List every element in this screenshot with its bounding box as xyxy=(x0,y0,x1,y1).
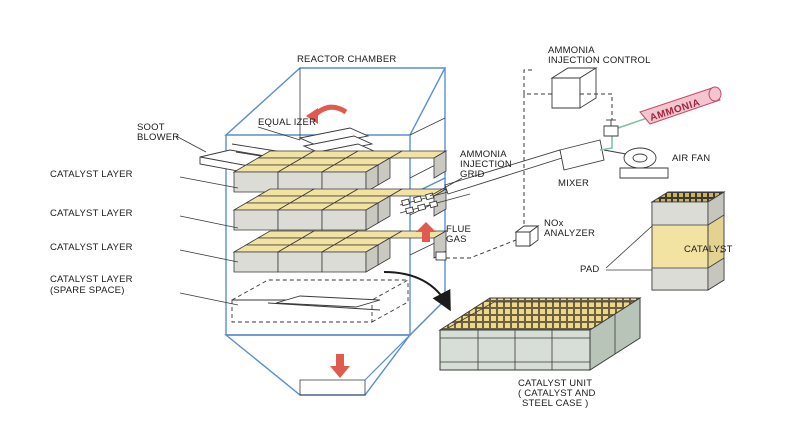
catalyst-block xyxy=(276,202,336,231)
catalyst-layer-2 xyxy=(232,188,448,231)
nox-analyzer-box xyxy=(514,225,540,247)
label-nox-analyzer-line2: ANALYZER xyxy=(544,228,595,239)
label-reactor-chamber: REACTOR CHAMBER xyxy=(297,54,396,65)
ammonia-tank xyxy=(639,86,722,125)
outlet-arrow xyxy=(330,354,350,378)
spare-space-rail xyxy=(267,295,381,311)
label-catalyst-unit-line3: STEEL CASE ) xyxy=(522,398,588,409)
label-ammonia-injection-grid-line3: GRID xyxy=(460,169,485,180)
label-ammonia-injection-grid-line1: AMMONIA xyxy=(460,149,507,160)
label-catalyst: CATALYST xyxy=(684,244,733,255)
catalyst-block xyxy=(232,164,292,193)
catalyst-block xyxy=(332,237,392,266)
catalyst-layer-1 xyxy=(232,150,448,193)
catalyst-block xyxy=(320,202,380,231)
catalyst-block xyxy=(276,164,336,193)
up-arrow-icon xyxy=(416,222,436,242)
chamber-hopper xyxy=(224,334,412,396)
down-arrow-icon xyxy=(330,354,350,378)
label-flue-gas-line2: GAS xyxy=(446,234,467,245)
control-signal-lines xyxy=(523,69,613,230)
catalyst-block xyxy=(232,202,292,231)
catalyst-unit xyxy=(438,297,642,371)
catalyst-module xyxy=(650,191,726,291)
detail-arrow xyxy=(383,271,451,312)
label-soot-blower-line2: BLOWER xyxy=(137,132,179,143)
catalyst-block xyxy=(332,157,392,186)
label-catalyst-unit-line2: ( CATALYST AND xyxy=(518,388,596,399)
label-catalyst-layer-3: CATALYST LAYER xyxy=(50,242,133,253)
label-mixer: MIXER xyxy=(558,178,589,189)
ammonia-valve xyxy=(603,119,619,137)
label-ammonia-injection-control-line1: AMMONIA xyxy=(548,45,595,56)
label-equalizer: EQUAL IZER xyxy=(258,117,316,128)
equalizer xyxy=(298,104,378,163)
label-nox-analyzer-line1: NOx xyxy=(544,218,564,229)
mixer-and-fan xyxy=(559,139,669,179)
catalyst-layer-3 xyxy=(232,230,448,273)
label-soot-blower-line1: SOOT xyxy=(137,122,165,133)
catalyst-layers xyxy=(232,150,448,273)
label-catalyst-layer-2: CATALYST LAYER xyxy=(50,208,133,219)
label-spare-space: (SPARE SPACE) xyxy=(50,285,125,296)
label-pad: PAD xyxy=(580,264,599,275)
catalyst-block xyxy=(320,164,380,193)
label-ammonia-injection-grid-line2: INJECTION xyxy=(460,159,512,170)
catalyst-block xyxy=(388,150,448,179)
label-catalyst-layer-1: CATALYST LAYER xyxy=(50,169,133,180)
ammonia-injection-control-box xyxy=(550,67,598,109)
catalyst-block xyxy=(320,244,380,273)
leader-lines xyxy=(175,126,724,306)
label-ammonia-injection-control-line2: INJECTION CONTROL xyxy=(548,55,651,66)
label-flue-gas-line1: FLUE xyxy=(446,224,471,235)
chamber-right-top-wall xyxy=(409,68,446,196)
label-air-fan: AIR FAN xyxy=(672,153,710,164)
catalyst-block xyxy=(276,244,336,273)
catalyst-block xyxy=(388,230,448,259)
flue-gas-arrow xyxy=(416,222,436,242)
label-catalyst-layer-4: CATALYST LAYER xyxy=(50,274,133,285)
label-catalyst-unit-line1: CATALYST UNIT xyxy=(518,378,592,389)
